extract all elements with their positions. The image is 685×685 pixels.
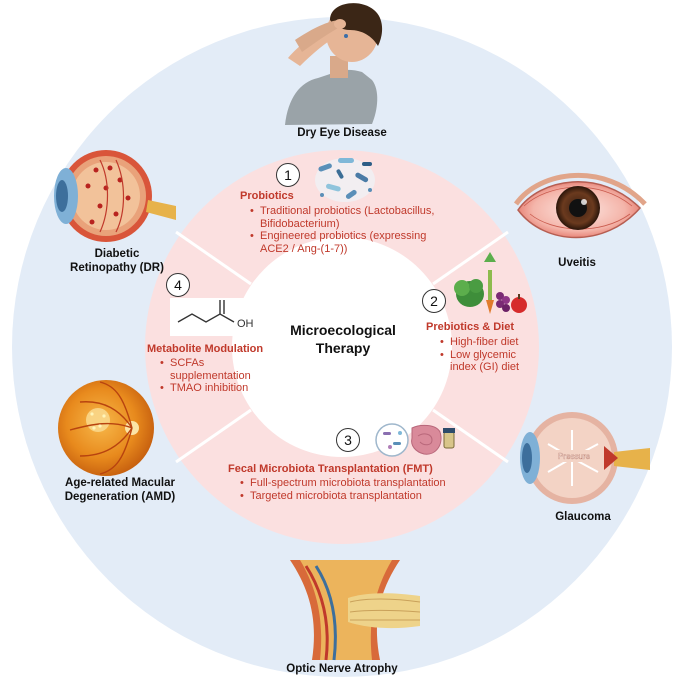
amd-retina-illustration	[58, 380, 154, 476]
probiotics-list: Traditional probiotics (Lactobacillus,Bi…	[250, 205, 460, 255]
center-title-line1: Microecological	[290, 322, 396, 338]
molecule-oh-label: OH	[237, 318, 254, 330]
metabolite-item-2: TMAO inhibition	[160, 382, 270, 395]
label-dr-line1: Diabetic	[94, 248, 140, 260]
label-amd-line1: Age-related Macular	[65, 477, 175, 489]
label-dr-line2: Retinopathy (DR)	[70, 262, 164, 274]
label-amd: Age-related Macular Degeneration (AMD)	[50, 476, 190, 504]
probiotics-title: Probiotics	[240, 190, 294, 202]
butyrate-molecule-illustration: OH	[170, 298, 260, 336]
fmt-title: Fecal Microbiota Transplantation (FMT)	[228, 463, 433, 475]
optic-nerve-illustration	[290, 560, 421, 661]
prebiotics-food-illustration	[454, 252, 527, 314]
label-uveitis: Uveitis	[558, 257, 596, 269]
label-optic-nerve-atrophy: Optic Nerve Atrophy	[286, 663, 398, 675]
probiotics-item-1: Traditional probiotics (Lactobacillus,Bi…	[250, 205, 460, 230]
fmt-list: Full-spectrum microbiota transplantation…	[240, 477, 480, 502]
prebiotics-title: Prebiotics & Diet	[426, 321, 515, 333]
metabolite-title: Metabolite Modulation	[147, 343, 264, 355]
center-title: Microecological Therapy	[262, 321, 424, 357]
fmt-illustration	[375, 423, 455, 457]
prebiotics-item-1: High-fiber diet	[440, 336, 530, 349]
probiotics-bacteria-illustration	[315, 158, 375, 202]
number-badge-3: 3	[336, 428, 360, 452]
label-dry-eye-disease: Dry Eye Disease	[297, 127, 387, 139]
number-badge-2: 2	[422, 289, 446, 313]
label-diabetic-retinopathy: Diabetic Retinopathy (DR)	[52, 247, 182, 275]
number-badge-4: 4	[166, 273, 190, 297]
dry-eye-person-illustration	[285, 3, 383, 125]
uveitis-eye-illustration	[513, 172, 647, 239]
center-title-line2: Therapy	[315, 340, 371, 356]
number-badge-1: 1	[276, 163, 300, 187]
fmt-item-2: Targeted microbiota transplantation	[240, 490, 480, 503]
label-glaucoma: Glaucoma	[555, 511, 611, 523]
center-circle	[232, 237, 452, 457]
label-amd-line2: Degeneration (AMD)	[64, 491, 176, 503]
ring-dividers	[175, 230, 509, 464]
diabetic-retinopathy-eye-illustration	[54, 150, 176, 242]
fmt-item-1: Full-spectrum microbiota transplantation	[240, 477, 480, 490]
glaucoma-pressure-label: Pressure	[558, 452, 591, 461]
glaucoma-eye-illustration: Pressure	[520, 412, 650, 504]
